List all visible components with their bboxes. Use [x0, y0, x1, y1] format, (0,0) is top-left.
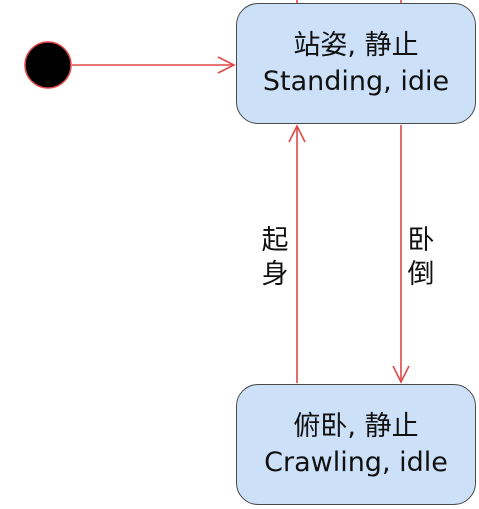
initial-node: [24, 41, 72, 89]
lie-down-transition-arrowhead: [392, 365, 410, 384]
state-standing-chinese-label: 站姿, 静止: [293, 29, 419, 61]
state-standing-english-label: Standing, idie: [262, 65, 450, 97]
state-crawling: 俯卧, 静止 Crawling, idle: [236, 384, 476, 505]
initial-transition-arrowhead: [217, 56, 236, 74]
state-standing: 站姿, 静止 Standing, idie: [236, 3, 476, 124]
state-crawling-english-label: Crawling, idle: [264, 446, 448, 478]
lie-down-transition-label: 卧倒: [407, 225, 435, 290]
state-crawling-chinese-label: 俯卧, 静止: [293, 410, 419, 442]
rise-transition-label: 起身: [261, 225, 289, 290]
rise-transition-arrowhead: [288, 124, 306, 143]
